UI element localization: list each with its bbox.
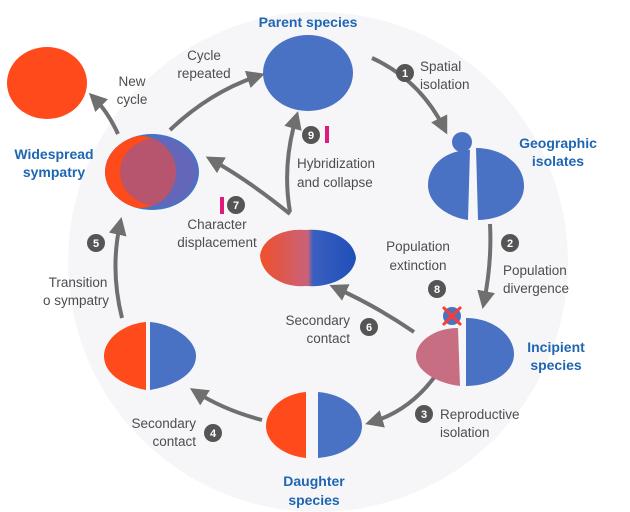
label-secondary-contact-a-line1: Secondary xyxy=(131,416,196,431)
label-reproductive-isolation-line1: Reproductive xyxy=(440,407,520,422)
label-secondary-contact-b-line1: Secondary xyxy=(285,313,350,328)
title-incipient-species-line2: species xyxy=(530,357,582,373)
title-widespread-sympatry-line1: Widespread xyxy=(14,146,93,162)
step-badge-7: 7 xyxy=(227,196,245,214)
title-geographic-isolates-line1: Geographic xyxy=(519,135,597,151)
svg-text:2: 2 xyxy=(507,238,513,250)
svg-text:4: 4 xyxy=(210,428,217,440)
step-badge-3: 3 xyxy=(415,405,433,423)
step-badge-6: 6 xyxy=(360,318,378,336)
svg-text:3: 3 xyxy=(421,409,427,421)
geographic-isolates-shape xyxy=(428,132,524,220)
step-badge-9: 9 xyxy=(302,126,320,144)
arrow-reproductive-isolation xyxy=(365,370,440,428)
label-cycle-repeated-line2: repeated xyxy=(177,66,230,81)
title-geographic-isolates-line2: isolates xyxy=(532,153,584,169)
title-daughter-species-line2: species xyxy=(288,492,340,508)
step-badge-5: 5 xyxy=(87,234,105,252)
label-character-displacement-line1: Character xyxy=(187,217,247,232)
secondary-contact-shape xyxy=(104,322,196,390)
label-secondary-contact-a-line2: contact xyxy=(152,434,196,449)
label-character-displacement-line2: displacement xyxy=(177,235,257,250)
label-hybridization-collapse-line1: Hybridization xyxy=(297,156,375,171)
incipient-species-shape xyxy=(416,318,514,386)
label-spatial-isolation-line1: Spatial xyxy=(420,59,461,74)
label-spatial-isolation-line2: isolation xyxy=(420,77,470,92)
label-transition-sympatry-line1: Transition xyxy=(49,275,108,290)
arrow-population-divergence xyxy=(477,223,495,310)
marker-bar-7 xyxy=(220,197,224,214)
label-population-divergence-line2: divergence xyxy=(503,281,569,296)
title-incipient-species-line1: Incipient xyxy=(527,339,585,355)
arrow-secondary-contact-a xyxy=(189,388,263,422)
hybrid-species-shape xyxy=(260,229,356,287)
extinct-population-marker xyxy=(441,305,463,327)
svg-text:6: 6 xyxy=(366,322,372,334)
arrow-spatial-isolation xyxy=(371,56,448,135)
label-new-cycle-line2: cycle xyxy=(117,92,148,107)
title-widespread-sympatry-line2: sympatry xyxy=(23,164,85,180)
widespread-sympatry-shape xyxy=(105,134,199,210)
svg-text:5: 5 xyxy=(93,238,99,250)
marker-bar-9 xyxy=(325,126,329,143)
arrow-hybridization-collapse xyxy=(284,111,302,213)
step-badge-8: 8 xyxy=(428,280,446,298)
label-secondary-contact-b-line2: contact xyxy=(306,331,350,346)
parent-species-blob xyxy=(263,35,353,111)
arrow-new-cycle xyxy=(88,92,120,135)
arrow-transition-to-sympatry xyxy=(108,216,127,319)
arrow-cycle-repeated xyxy=(168,70,265,132)
label-transition-sympatry-line2: o sympatry xyxy=(43,293,109,308)
label-cycle-repeated-line1: Cycle xyxy=(187,48,221,63)
title-daughter-species-line1: Daughter xyxy=(283,473,345,489)
label-population-extinction-line2: extinction xyxy=(389,258,446,273)
step-badge-2: 2 xyxy=(501,234,519,252)
step-badge-1: 1 xyxy=(396,64,414,82)
title-parent-species: Parent species xyxy=(259,14,358,30)
new-cycle-blob xyxy=(7,47,87,119)
label-population-extinction-line1: Population xyxy=(386,239,450,254)
arrow-character-displacement xyxy=(205,156,292,216)
label-population-divergence-line1: Population xyxy=(503,263,567,278)
svg-text:7: 7 xyxy=(233,200,239,212)
svg-text:8: 8 xyxy=(434,284,440,296)
svg-text:1: 1 xyxy=(402,68,408,80)
arrow-secondary-contact-b xyxy=(329,284,416,334)
label-new-cycle-line1: New xyxy=(118,74,145,89)
daughter-species-shape xyxy=(266,392,362,458)
label-hybridization-collapse-line2: and collapse xyxy=(297,175,373,190)
label-reproductive-isolation-line2: isolation xyxy=(440,425,490,440)
svg-text:9: 9 xyxy=(308,130,314,142)
step-badge-4: 4 xyxy=(204,424,222,442)
